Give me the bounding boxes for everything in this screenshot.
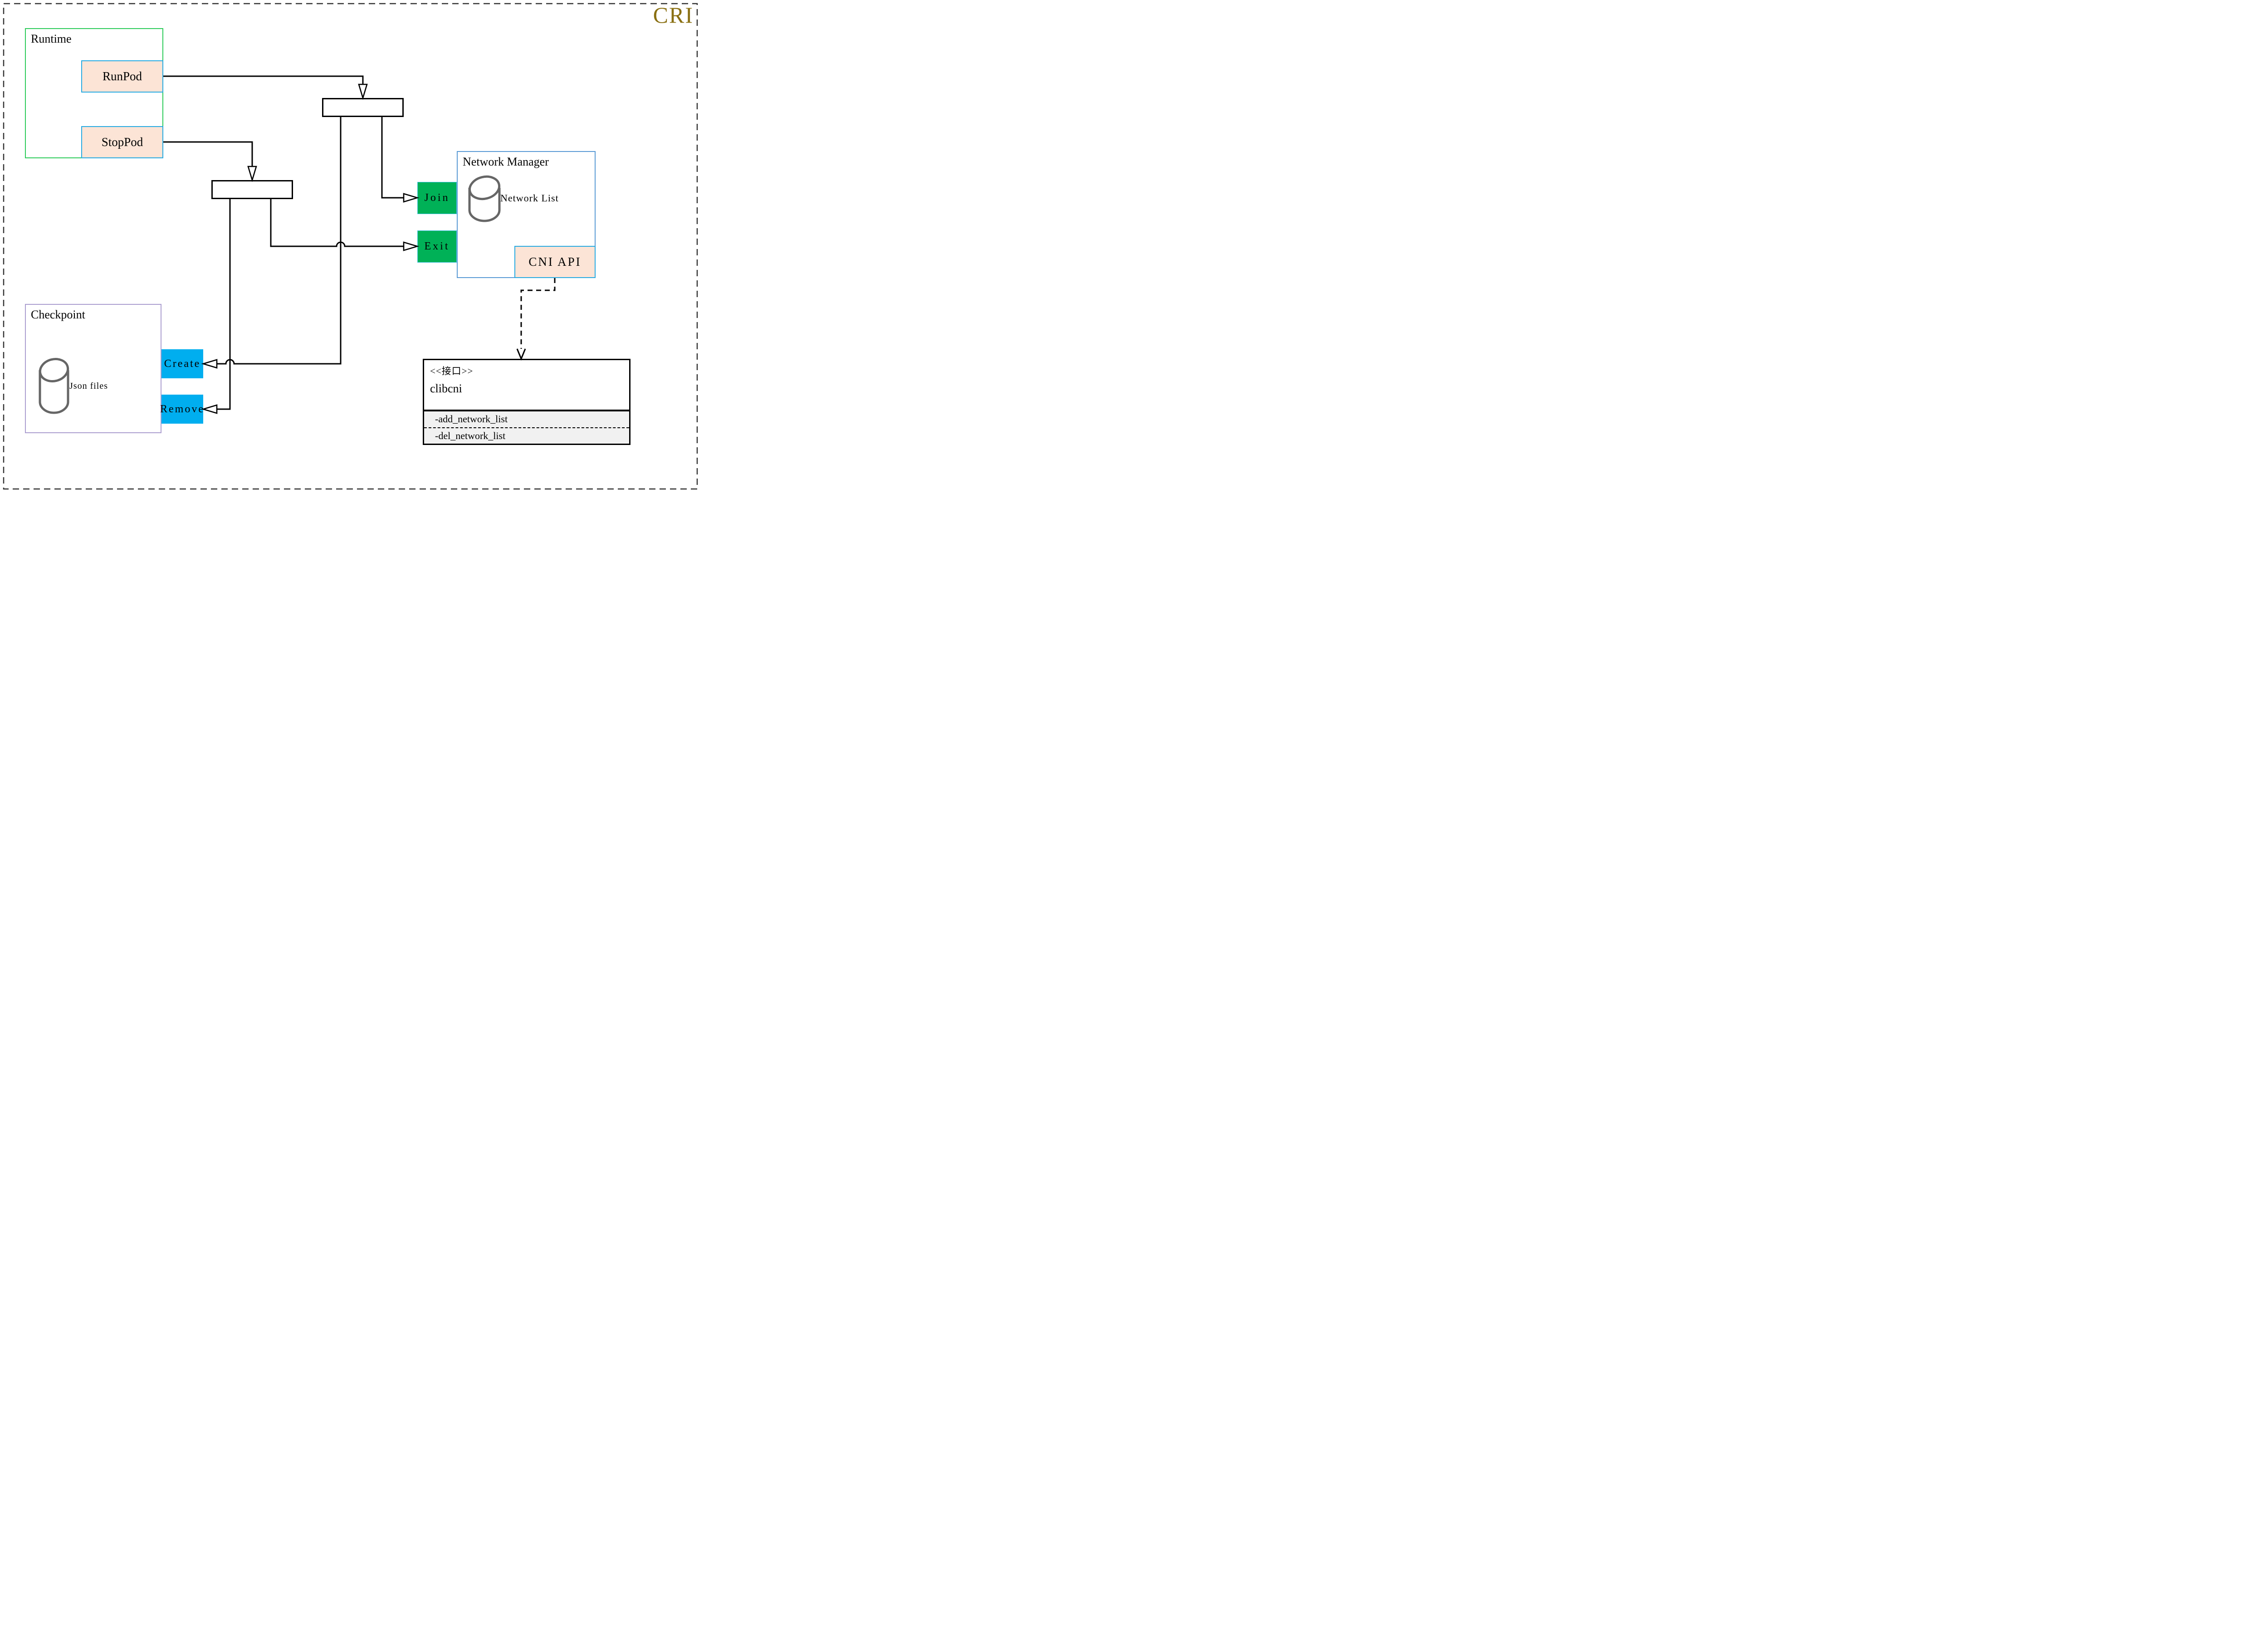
runpod-arrowhead-icon bbox=[358, 83, 368, 100]
runpod-box: RunPod bbox=[81, 60, 163, 93]
exit-arrowhead-icon bbox=[403, 241, 420, 251]
runtime-group-label: Runtime bbox=[31, 32, 72, 45]
network-manager-group-label: Network Manager bbox=[463, 155, 549, 168]
network-list-label: Network List bbox=[500, 192, 559, 204]
clibcni-name: clibcni bbox=[430, 382, 462, 395]
exit-box: Exit bbox=[417, 230, 457, 263]
checkpoint-group-box: Checkpoint bbox=[25, 304, 161, 433]
cni-api-label: CNI API bbox=[528, 255, 582, 269]
clibcni-method-del: -del_network_list bbox=[435, 430, 506, 441]
checkpoint-group-label: Checkpoint bbox=[31, 308, 85, 321]
diagram-title: CRI bbox=[653, 2, 694, 28]
cni-api-box: CNI API bbox=[514, 246, 596, 278]
join-box: Join bbox=[417, 182, 457, 214]
clibcni-class-box: <<接口>> clibcni -add_network_list -del_ne… bbox=[423, 359, 631, 445]
join-connector-line bbox=[381, 117, 404, 199]
remove-box: Remove bbox=[160, 395, 205, 424]
remove-arrowhead-icon bbox=[201, 404, 218, 414]
stoppod-box: StopPod bbox=[81, 126, 163, 158]
join-arrowhead-icon bbox=[403, 193, 420, 203]
create-box: Create bbox=[161, 349, 203, 378]
json-files-label: Json files bbox=[69, 381, 108, 391]
clibcni-class-header: <<接口>> clibcni bbox=[424, 360, 629, 410]
dependency-arrowhead-icon bbox=[516, 348, 526, 361]
stoppod-label: StopPod bbox=[101, 135, 143, 149]
connector-box-2 bbox=[211, 180, 293, 199]
clibcni-methods-section: -add_network_list -del_network_list bbox=[424, 410, 629, 444]
create-connector-line bbox=[217, 117, 342, 365]
stoppod-arrowhead-icon bbox=[247, 166, 257, 182]
connector-box-1 bbox=[322, 98, 404, 117]
remove-label: Remove bbox=[160, 403, 205, 415]
cni-clibcni-dashed-line bbox=[520, 278, 556, 349]
create-label: Create bbox=[164, 357, 201, 370]
exit-connector-line bbox=[270, 199, 404, 247]
clibcni-method-add: -add_network_list bbox=[424, 411, 629, 428]
diagram-canvas: CRI Runtime RunPod StopPod Network Manag… bbox=[0, 0, 701, 493]
exit-label: Exit bbox=[424, 240, 450, 252]
join-label: Join bbox=[424, 192, 450, 204]
stoppod-connector-line bbox=[163, 141, 253, 166]
clibcni-stereotype: <<接口>> bbox=[430, 366, 474, 376]
runpod-connector-line bbox=[163, 75, 364, 84]
create-arrowhead-icon bbox=[201, 359, 218, 369]
runpod-label: RunPod bbox=[102, 69, 142, 83]
remove-connector-line bbox=[217, 199, 231, 410]
